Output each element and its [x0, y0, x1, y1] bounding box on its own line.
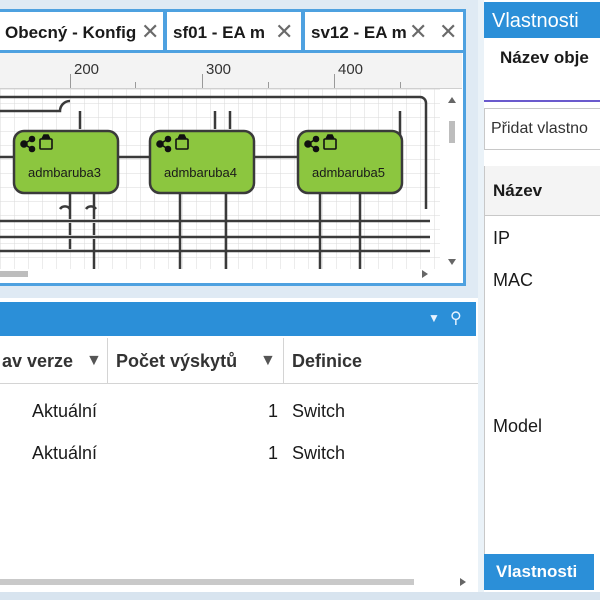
table-row[interactable]: Aktuální 1 Switch: [0, 390, 478, 432]
pin-icon[interactable]: ⚲: [450, 310, 462, 327]
cell-version: Aktuální: [32, 401, 98, 421]
node-label[interactable]: admbaruba5: [312, 165, 385, 180]
cell-count: 1: [268, 401, 279, 421]
usage-grid-panel: ▼ ⚲ av verze ▼ Počet výskytů ▼ Definice …: [0, 298, 478, 600]
add-property-dropdown[interactable]: Přidat vlastno: [484, 108, 600, 150]
filter-icon[interactable]: ▼: [86, 352, 102, 369]
tab-sv12[interactable]: sv12 - EA m ✕ ✕: [302, 9, 466, 52]
node-label[interactable]: admbaruba3: [28, 165, 101, 180]
grid-horizontal-scrollbar[interactable]: [0, 574, 478, 590]
tab-label: sf01 - EA m: [173, 23, 265, 42]
cell-version: Aktuální: [32, 443, 98, 463]
tab-properties[interactable]: Vlastnosti: [484, 554, 594, 590]
properties-panel: Vlastnosti Název obje Přidat vlastno Náz…: [484, 0, 600, 600]
diagram-canvas[interactable]: 200 300 400: [0, 50, 466, 286]
node-label[interactable]: admbaruba4: [164, 165, 237, 180]
dropdown-arrow-icon[interactable]: ▼: [428, 311, 440, 325]
column-header-count[interactable]: Počet výskytů ▼: [108, 338, 284, 384]
vertical-scrollbar[interactable]: [445, 93, 459, 269]
cell-definition: Switch: [292, 443, 346, 463]
object-name-label: Název obje: [500, 48, 589, 67]
ruler-label: 300: [206, 61, 232, 78]
properties-table: Název IP MAC Model: [484, 166, 600, 556]
cell-definition: Switch: [292, 401, 346, 421]
diagram-svg: [0, 89, 440, 269]
close-icon[interactable]: ✕: [141, 19, 160, 44]
diagram-nodes: [12, 129, 404, 195]
filter-icon[interactable]: ▼: [260, 352, 276, 369]
grid-panel-header: ▼ ⚲: [0, 302, 476, 336]
property-name[interactable]: IP: [493, 228, 511, 248]
close-icon[interactable]: ✕: [409, 19, 428, 44]
grid-column-header: av verze ▼ Počet výskytů ▼ Definice: [0, 338, 478, 384]
column-header-definition[interactable]: Definice: [292, 351, 363, 371]
cell-count: 1: [268, 443, 279, 463]
close-icon[interactable]: ✕: [439, 19, 458, 44]
horizontal-scrollbar[interactable]: [0, 267, 440, 281]
property-name[interactable]: Model: [493, 416, 543, 436]
tab-label: Obecný - Konfig: [5, 23, 137, 42]
tab-obecny-konfigurace[interactable]: Obecný - Konfig ✕: [0, 9, 166, 52]
tab-label: sv12 - EA m: [311, 23, 407, 42]
property-name[interactable]: MAC: [493, 270, 533, 290]
horizontal-ruler: 200 300 400: [0, 53, 462, 89]
close-icon[interactable]: ✕: [275, 19, 294, 44]
ruler-label: 400: [338, 61, 364, 78]
document-area: Obecný - Konfig ✕ sf01 - EA m ✕ sv12 - E…: [0, 0, 478, 298]
ruler-label: 200: [74, 61, 100, 78]
column-header-version[interactable]: av verze ▼: [0, 338, 108, 384]
status-strip: [0, 592, 600, 600]
column-header-name[interactable]: Název: [485, 166, 600, 216]
tab-sf01[interactable]: sf01 - EA m ✕: [164, 9, 304, 52]
separator: [484, 100, 600, 102]
properties-panel-title: Vlastnosti: [484, 2, 600, 38]
table-row[interactable]: Aktuální 1 Switch: [0, 432, 478, 474]
